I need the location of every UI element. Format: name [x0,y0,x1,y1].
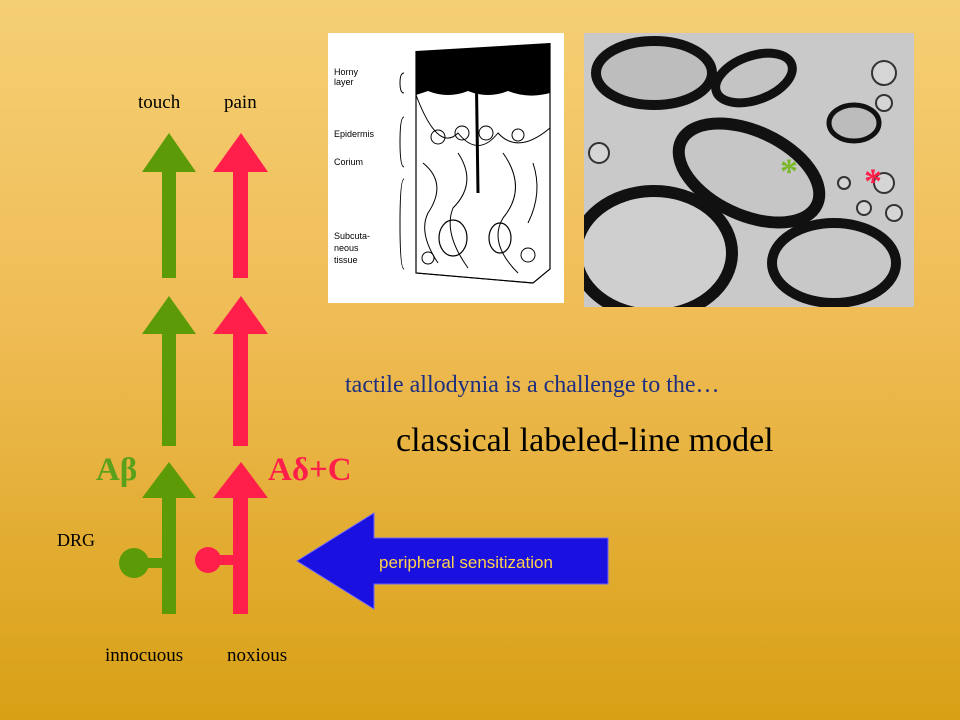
adelta-c-drg-stalk [207,555,237,565]
adelta-c-arrow-bottom [213,462,268,614]
subtitle-text: tactile allodynia is a challenge to the… [345,372,720,398]
callout-label: peripheral sensitization [379,553,553,572]
skin-layer-label-horny: Horny [334,67,359,77]
callout-arrow-shape [296,512,609,610]
title-text: classical labeled-line model [396,422,774,459]
abeta-drg-cell-body [119,548,149,578]
drg-label: DRG [57,530,96,550]
adelta-c-arrow-middle [213,296,268,446]
skin-drawing: Horny layer Epidermis Corium Subcuta- ne… [334,43,551,284]
abeta-drg-stalk [135,558,165,568]
nerve-fiber-micrograph: * * [584,33,914,307]
abeta-arrow-middle [142,296,196,446]
adelta-c-label: Aδ+C [268,452,352,488]
adelta-c-drg-cell-body [195,547,221,573]
pain-label: pain [224,92,257,113]
skin-layer-label-corium: Corium [334,157,363,167]
myelinated-marker: * [780,151,798,191]
skin-cross-section-image: Horny layer Epidermis Corium Subcuta- ne… [328,33,564,303]
innocuous-label: innocuous [105,645,184,666]
adelta-c-arrow-top [213,133,268,278]
skin-layer-label-subcutaneous-2: neous [334,243,359,253]
skin-layer-label-subcutaneous-3: tissue [334,255,358,265]
skin-layer-label-subcutaneous-1: Subcuta- [334,231,370,241]
abeta-arrow-bottom [142,462,196,614]
abeta-arrow-top [142,133,196,278]
micrograph-drawing: * * [584,33,914,307]
skin-layer-label-horny-2: layer [334,77,354,87]
adelta-c-fiber-column [195,133,268,614]
peripheral-sensitization-callout: peripheral sensitization [296,512,609,610]
abeta-label: Aβ [96,452,138,488]
unmyelinated-marker: * [864,161,882,201]
skin-layer-label-epidermis: Epidermis [334,129,375,139]
abeta-fiber-column [119,133,196,614]
noxious-label: noxious [227,645,288,666]
touch-label: touch [138,92,181,113]
